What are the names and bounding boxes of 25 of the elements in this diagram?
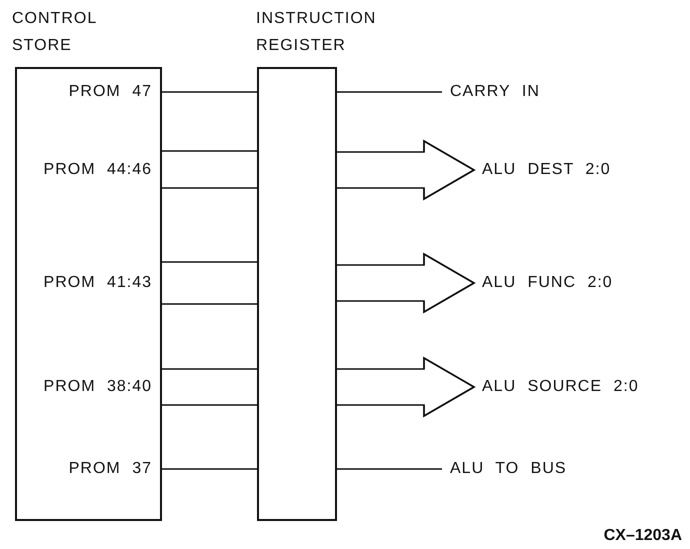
signal-line [162,150,257,152]
control-store-block [15,67,162,521]
pin-label: PROM 47 [68,82,152,102]
register-block [257,67,337,521]
pin-label: PROM 41:43 [44,273,152,293]
pin-label: PROM 38:40 [44,377,152,397]
figure-number: CX–1203A [604,527,682,545]
signal-line [162,91,257,93]
signal-line [337,91,442,93]
pin-label: PROM 37 [68,459,152,479]
signal-label: ALU SOURCE 2:0 [474,377,639,397]
signal-line [162,261,257,263]
signal-line [162,468,257,470]
signal-line [162,303,257,305]
signal-label: ALU FUNC 2:0 [474,273,613,293]
signal-line [162,187,257,189]
signal-label: CARRY IN [442,82,540,102]
signal-label: ALU TO BUS [442,459,567,479]
signal-line [162,404,257,406]
block-title: CONTROL STORE [12,9,98,56]
signal-line [337,468,442,470]
pin-label: PROM 44:46 [44,160,152,180]
block-title: INSTRUCTION REGISTER [256,9,378,56]
signal-label: ALU DEST 2:0 [474,160,611,180]
signal-line [162,368,257,370]
